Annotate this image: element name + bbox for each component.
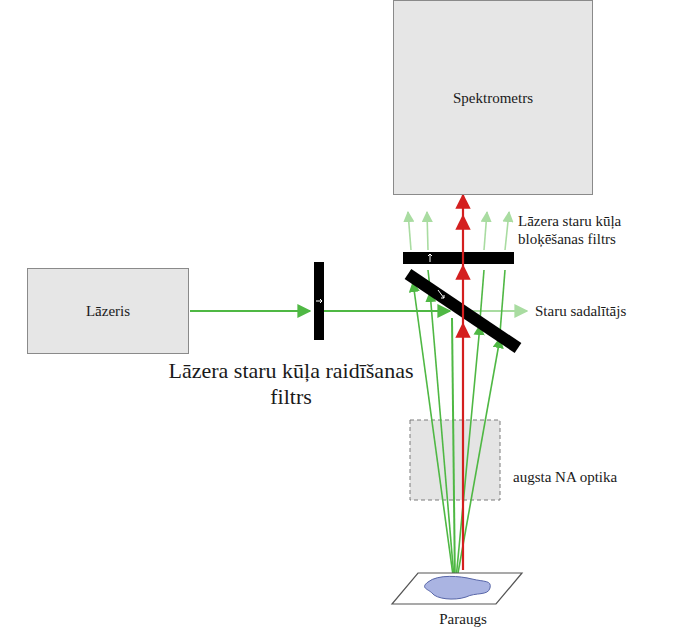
box-label: Lāzeris <box>86 302 130 320</box>
sample-stage: Paraugs <box>380 570 546 632</box>
signal-beam <box>462 195 464 570</box>
splitter-label: Staru sadalītājs <box>535 302 675 320</box>
filter-label: Lāzera staru kūļa bloķēšanas filtrs <box>518 212 668 248</box>
box-label: Spektrometrs <box>453 89 533 107</box>
filter-label: Lāzera staru kūļa raidīšanas filtrs <box>160 358 422 411</box>
laser-beam <box>190 310 310 312</box>
laser-box: Lāzeris <box>27 268 189 354</box>
spectrometer-box: Spektrometrs <box>393 0 593 195</box>
optics-label: augsta NA optika <box>513 468 623 486</box>
blocking-filter <box>403 252 514 264</box>
sample-label: Paraugs <box>380 610 546 628</box>
laser-beam <box>452 318 455 588</box>
scattered-light <box>408 212 509 590</box>
optics-region <box>410 420 500 500</box>
sample-plate <box>380 570 530 608</box>
transmission-filter <box>314 262 324 340</box>
transmitted-beam <box>470 310 527 312</box>
